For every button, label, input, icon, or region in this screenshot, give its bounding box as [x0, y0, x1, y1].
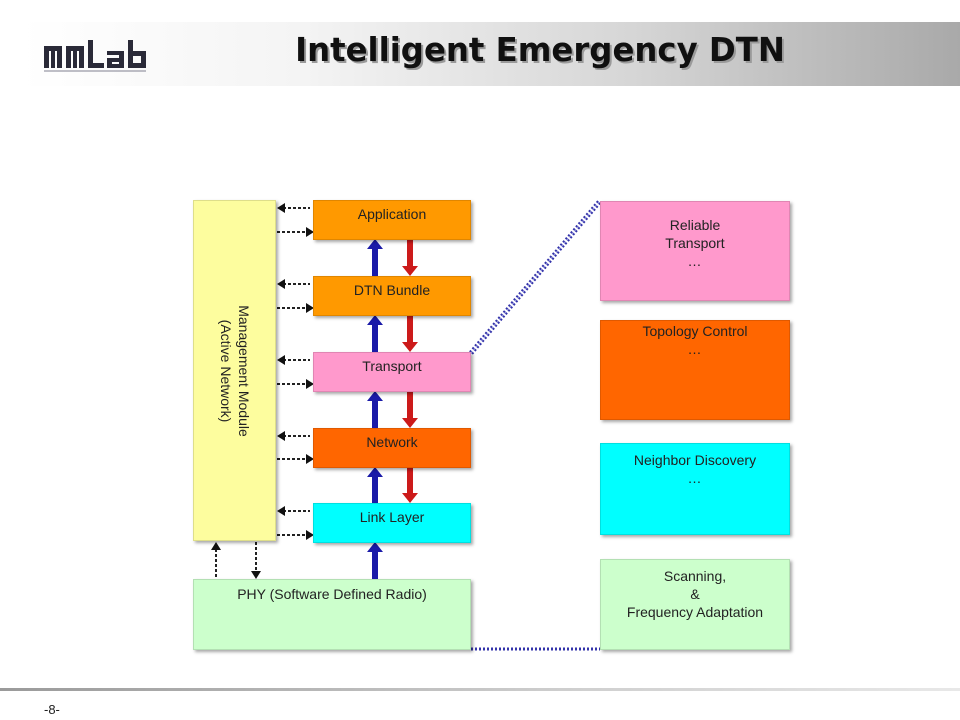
transport-to-reliable-link — [469, 199, 602, 355]
management-module-subtitle: (Active Network) — [217, 319, 234, 422]
scanning-line-3: Frequency Adaptation — [626, 604, 764, 620]
up-arrow-transport-to-dtn — [367, 315, 383, 352]
management-layer-arrows — [211, 203, 314, 579]
footer-divider — [0, 688, 960, 691]
down-arrow-network-to-link — [402, 468, 418, 503]
mmlab-logo-icon — [44, 40, 146, 72]
transport-layer: Transport — [313, 352, 471, 392]
scanning-box: Scanning, & Frequency Adaptation — [600, 559, 790, 650]
network-layer: Network — [313, 428, 471, 468]
up-arrows — [367, 239, 383, 579]
reliable-transport-box: Reliable Transport … — [600, 201, 790, 301]
neighbor-ellipsis: … — [687, 470, 703, 486]
management-module-title: Management Module — [235, 304, 252, 437]
slide-title: Intelligent Emergency DTN — [295, 30, 785, 69]
dtn-bundle-layer: DTN Bundle — [313, 276, 471, 316]
up-arrow-link-to-network — [367, 467, 383, 503]
scanning-line-1: Scanning, — [663, 568, 727, 584]
reliable-ellipsis: … — [687, 253, 703, 269]
topology-line-1: Topology Control — [642, 323, 748, 339]
neighbor-discovery-box: Neighbor Discovery … — [600, 443, 790, 535]
page-number: -8- — [44, 702, 60, 717]
down-arrows — [402, 240, 418, 503]
application-layer: Application — [313, 200, 471, 240]
header-bar — [22, 22, 960, 86]
reliable-line-2: Transport — [665, 235, 725, 251]
topology-control-box: Topology Control … — [600, 320, 790, 420]
management-module-box: Management Module (Active Network) — [193, 200, 276, 541]
reliable-line-1: Reliable — [669, 217, 721, 233]
up-arrow-phy-to-link — [367, 542, 383, 579]
link-layer: Link Layer — [313, 503, 471, 543]
topology-ellipsis: … — [687, 341, 703, 357]
scanning-line-2: & — [690, 586, 700, 602]
neighbor-line-1: Neighbor Discovery — [633, 452, 757, 468]
down-arrow-application-to-dtn — [402, 240, 418, 276]
management-module-label: Management Module (Active Network) — [217, 221, 253, 521]
phy-layer: PHY (Software Defined Radio) — [193, 579, 471, 650]
up-arrow-network-to-transport — [367, 391, 383, 428]
down-arrow-transport-to-network — [402, 392, 418, 428]
up-arrow-dtn-to-application — [367, 239, 383, 276]
down-arrow-dtn-to-transport — [402, 316, 418, 352]
